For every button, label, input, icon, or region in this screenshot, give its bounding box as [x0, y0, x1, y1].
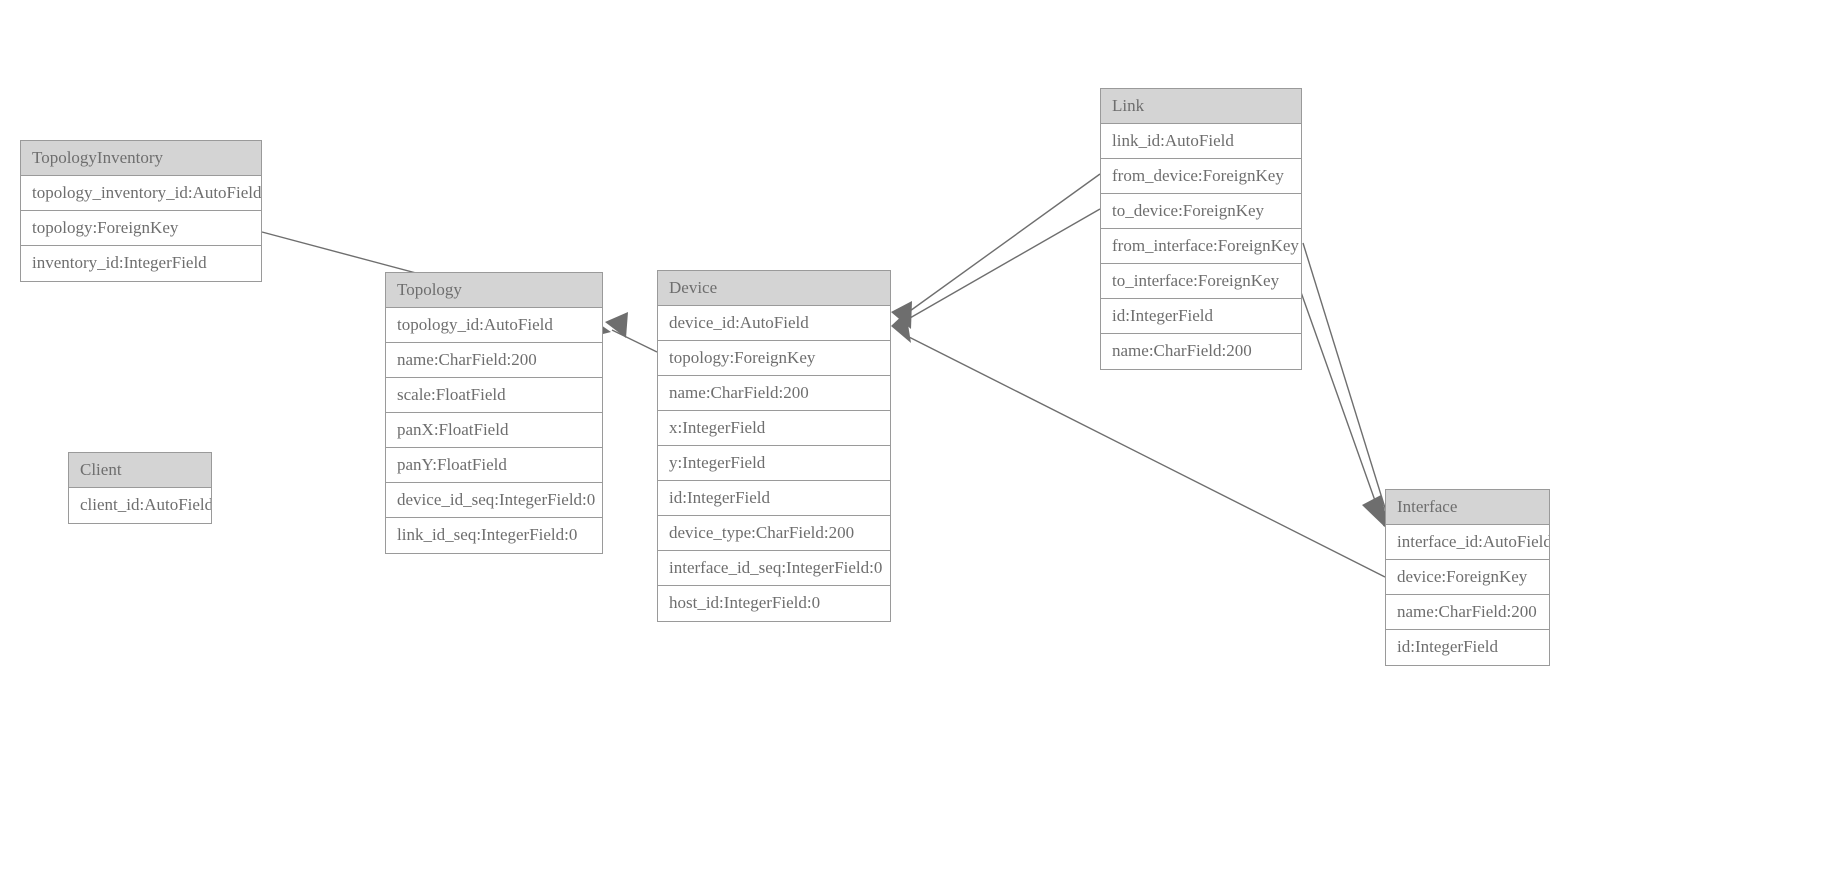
entity-title-link: Link: [1101, 89, 1301, 124]
entity-field: scale:FloatField: [386, 378, 602, 413]
arrowhead-device-to-link: [891, 312, 911, 343]
entity-topology[interactable]: Topology topology_id:AutoField name:Char…: [385, 272, 603, 554]
entity-field: device:ForeignKey: [1386, 560, 1549, 595]
entity-field: client_id:AutoField: [69, 488, 211, 523]
entity-field: id:IntegerField: [1386, 630, 1549, 665]
entity-field: topology_id:AutoField: [386, 308, 602, 343]
entity-title-client: Client: [69, 453, 211, 488]
entity-field: id:IntegerField: [658, 481, 890, 516]
entity-field: topology:ForeignKey: [21, 211, 261, 246]
arrowhead-device-from-link: [891, 301, 912, 329]
arrowhead-topology-device: [605, 312, 628, 338]
entity-field: topology:ForeignKey: [658, 341, 890, 376]
edge-link-to-device: [902, 208, 1101, 323]
entity-field: interface_id:AutoField: [1386, 525, 1549, 560]
entity-field: name:CharField:200: [1101, 334, 1301, 369]
edge-link-to-interface: [1296, 280, 1385, 527]
entity-client[interactable]: Client client_id:AutoField: [68, 452, 212, 524]
entity-field: link_id_seq:IntegerField:0: [386, 518, 602, 553]
entity-device[interactable]: Device device_id:AutoField topology:Fore…: [657, 270, 891, 622]
entity-link[interactable]: Link link_id:AutoField from_device:Forei…: [1100, 88, 1302, 370]
entity-field: name:CharField:200: [658, 376, 890, 411]
entity-topology-inventory[interactable]: TopologyInventory topology_inventory_id:…: [20, 140, 262, 282]
entity-field: device_type:CharField:200: [658, 516, 890, 551]
entity-title-topology: Topology: [386, 273, 602, 308]
entity-field: name:CharField:200: [1386, 595, 1549, 630]
entity-field: from_interface:ForeignKey: [1101, 229, 1301, 264]
entity-field: device_id_seq:IntegerField:0: [386, 483, 602, 518]
entity-field: topology_inventory_id:AutoField: [21, 176, 261, 211]
entity-title-topology-inventory: TopologyInventory: [21, 141, 261, 176]
edge-link-from-device: [902, 173, 1101, 317]
entity-title-device: Device: [658, 271, 890, 306]
entity-interface[interactable]: Interface interface_id:AutoField device:…: [1385, 489, 1550, 666]
entity-field: x:IntegerField: [658, 411, 890, 446]
entity-field: interface_id_seq:IntegerField:0: [658, 551, 890, 586]
entity-field: device_id:AutoField: [658, 306, 890, 341]
entity-field: id:IntegerField: [1101, 299, 1301, 334]
entity-field: inventory_id:IntegerField: [21, 246, 261, 281]
edge-interface-device: [902, 333, 1386, 578]
entity-field: y:IntegerField: [658, 446, 890, 481]
entity-field: name:CharField:200: [386, 343, 602, 378]
entity-field: host_id:IntegerField:0: [658, 586, 890, 621]
entity-field: from_device:ForeignKey: [1101, 159, 1301, 194]
entity-field: to_device:ForeignKey: [1101, 194, 1301, 229]
entity-title-interface: Interface: [1386, 490, 1549, 525]
entity-field: to_interface:ForeignKey: [1101, 264, 1301, 299]
edge-link-from-interface: [1302, 242, 1391, 525]
entity-field: panY:FloatField: [386, 448, 602, 483]
entity-field: panX:FloatField: [386, 413, 602, 448]
edge-device-topology: [611, 329, 658, 353]
entity-field: link_id:AutoField: [1101, 124, 1301, 159]
